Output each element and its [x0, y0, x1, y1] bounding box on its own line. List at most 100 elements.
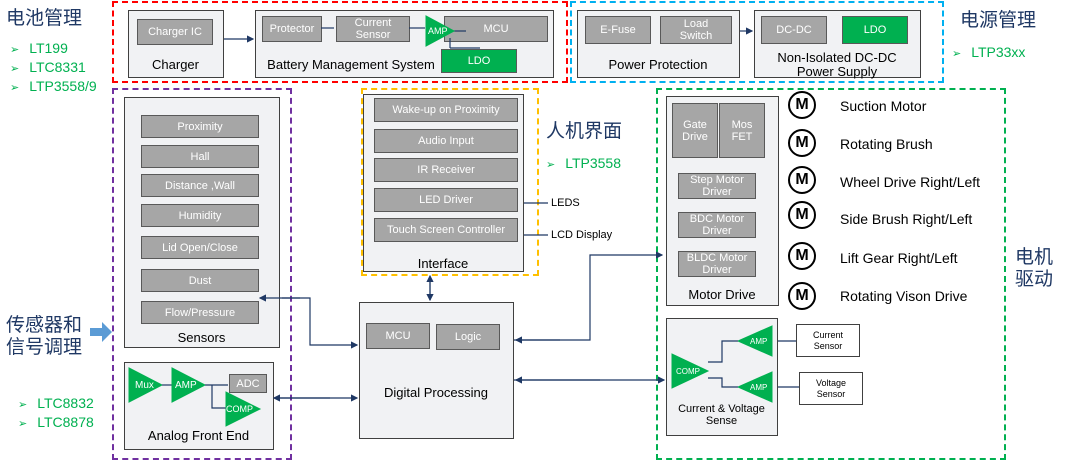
charger-label: Charger [152, 57, 199, 72]
interface-item: Audio Input [374, 129, 518, 153]
leds-label: LEDS [551, 197, 580, 209]
motor-label: Rotating Vison Drive [840, 288, 968, 304]
psu-ldo: LDO [842, 16, 908, 44]
step-motor-driver: Step Motor Driver [678, 173, 756, 199]
motor-drive-label: Motor Drive [688, 287, 756, 302]
interface-item: Touch Screen Controller [374, 218, 518, 242]
power-part-list: ➢LTP33xx [952, 44, 1025, 63]
bms-current-sensor: Current Sensor [336, 16, 410, 42]
digital-logic: Logic [436, 324, 500, 350]
psu-label: Non-Isolated DC-DC Power Supply [777, 50, 897, 79]
cv-amp2-text: AMP [750, 383, 767, 392]
motor-label: Side Brush Right/Left [840, 211, 973, 227]
dcdc: DC-DC [761, 16, 827, 44]
gate-drive: Gate Drive [672, 103, 718, 158]
part-item: ➢LTP3558/9 [10, 78, 97, 94]
bms-ldo: LDO [441, 49, 517, 73]
lcd-label: LCD Display [551, 229, 613, 241]
afe-comp-text: COMP [226, 404, 253, 414]
afe-amp-icon [171, 367, 207, 403]
bullet-arrow-icon: ➢ [18, 418, 28, 430]
bullet-arrow-icon: ➢ [18, 399, 28, 411]
connector-line [211, 385, 226, 409]
motor-label: Wheel Drive Right/Left [840, 174, 981, 190]
power-group-title: 电源管理 [960, 10, 1037, 31]
interface-panel: Wake-up on Proximity Audio Input IR Rece… [363, 94, 524, 272]
motor-icon: M [788, 129, 816, 157]
cv-amp2-icon [736, 371, 773, 403]
hmi-group-title: 人机界面 [546, 121, 623, 142]
connector-line [514, 251, 664, 341]
digital-processing-panel: MCU Logic Digital Processing [359, 302, 514, 439]
motor-icon: M [788, 166, 816, 194]
hmi-group-outline [361, 88, 539, 276]
mosfet: Mos FET [719, 103, 765, 158]
connector-line [282, 297, 359, 349]
afe-comp-icon [225, 391, 262, 427]
bdc-motor-driver: BDC Motor Driver [678, 212, 756, 238]
bldc-motor-driver: BLDC Motor Driver [678, 251, 756, 277]
cv-amp1-icon [736, 325, 773, 357]
digital-label: Digital Processing [383, 385, 489, 400]
cv-comp-text: COMP [676, 367, 700, 376]
bullet-arrow-icon: ➢ [10, 63, 20, 75]
part-item: ➢LTP33xx [952, 44, 1026, 60]
motor-label: Rotating Brush [840, 136, 933, 152]
charger-panel: Charger IC Charger [128, 10, 224, 78]
power-group-outline [570, 1, 944, 83]
motor-icon: M [788, 242, 816, 270]
bullet-arrow-icon: ➢ [10, 82, 20, 94]
psu-panel: DC-DC LDO Non-Isolated DC-DC Power Suppl… [754, 10, 921, 79]
afe-mux-text: Mux [135, 380, 154, 391]
motor-icon: M [788, 91, 816, 119]
bms-protector: Protector [262, 16, 322, 42]
part-item: ➢LTC8331 [10, 59, 86, 75]
bms-amp-icon [425, 15, 456, 47]
interface-item: Wake-up on Proximity [374, 98, 518, 122]
sensor-group-arrow-icon [90, 322, 112, 342]
interface-item: IR Receiver [374, 158, 518, 182]
power-protection-label: Power Protection [608, 57, 708, 72]
motor-group-title: 电机 驱动 [1015, 247, 1054, 290]
efuse: E-Fuse [585, 16, 651, 44]
charger-ic: Charger IC [137, 19, 213, 45]
connector-line [708, 377, 738, 388]
load-switch: Load Switch [660, 16, 732, 44]
motor-icon: M [788, 282, 816, 310]
bullet-arrow-icon: ➢ [952, 48, 962, 60]
sensor-item: Distance ,Wall [141, 174, 259, 197]
interface-item: LED Driver [374, 188, 518, 212]
part-item: ➢LTP3558 [546, 155, 621, 171]
sensors-panel: Proximity Hall Distance ,Wall Humidity L… [124, 97, 280, 348]
power-protection-panel: E-Fuse Load Switch Power Protection [577, 10, 740, 78]
interface-label: Interface [417, 256, 469, 271]
digital-mcu: MCU [366, 323, 430, 349]
part-item: ➢LTC8878 [18, 414, 94, 430]
motor-icon: M [788, 201, 816, 229]
sensor-item: Hall [141, 145, 259, 168]
motor-group-outline [656, 88, 1006, 460]
sensors-label: Sensors [177, 330, 226, 345]
current-sensor-box: Current Sensor [796, 324, 860, 357]
motor-label: Suction Motor [840, 98, 927, 114]
battery-group-title: 电池管理 [6, 8, 83, 29]
part-item: ➢LT199 [10, 40, 68, 56]
sensor-group-outline [112, 88, 292, 460]
cv-amp1-text: AMP [750, 337, 767, 346]
battery-group-outline [112, 1, 568, 83]
bms-label: Battery Management System [267, 57, 435, 72]
motor-label: Lift Gear Right/Left [840, 250, 958, 266]
bms-panel: Protector Current Sensor MCU LDO Battery… [255, 10, 554, 78]
motor-drive-panel: Gate Drive Mos FET Step Motor Driver BDC… [666, 96, 779, 306]
sensor-item: Lid Open/Close [141, 236, 259, 259]
sensor-item: Flow/Pressure [141, 301, 259, 324]
part-item: ➢LTC8832 [18, 395, 94, 411]
sensor-part-list: ➢LTC8832 ➢LTC8878 [18, 395, 94, 433]
afe-mux-icon [128, 367, 164, 403]
afe-amp-text: AMP [175, 380, 197, 391]
sensor-item: Dust [141, 269, 259, 292]
bms-mcu: MCU [444, 16, 548, 42]
sensor-group-title: 传感器和 信号调理 [6, 315, 83, 358]
battery-part-list: ➢LT199 ➢LTC8331 ➢LTP3558/9 [10, 40, 97, 97]
